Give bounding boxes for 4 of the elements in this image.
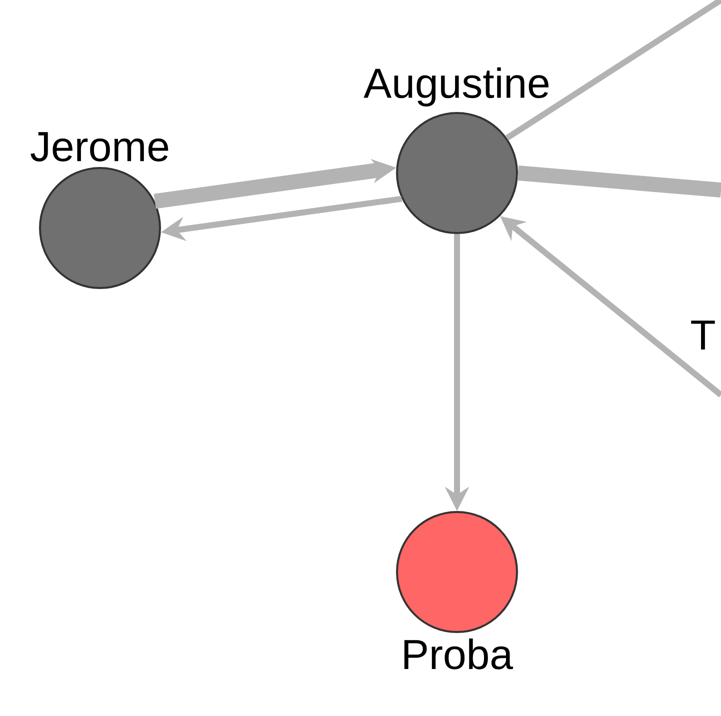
node-label: Proba (404, 638, 514, 670)
node-label: T (691, 320, 715, 350)
node-label: Jerome (30, 132, 168, 162)
node-label: Augustine (364, 67, 549, 106)
